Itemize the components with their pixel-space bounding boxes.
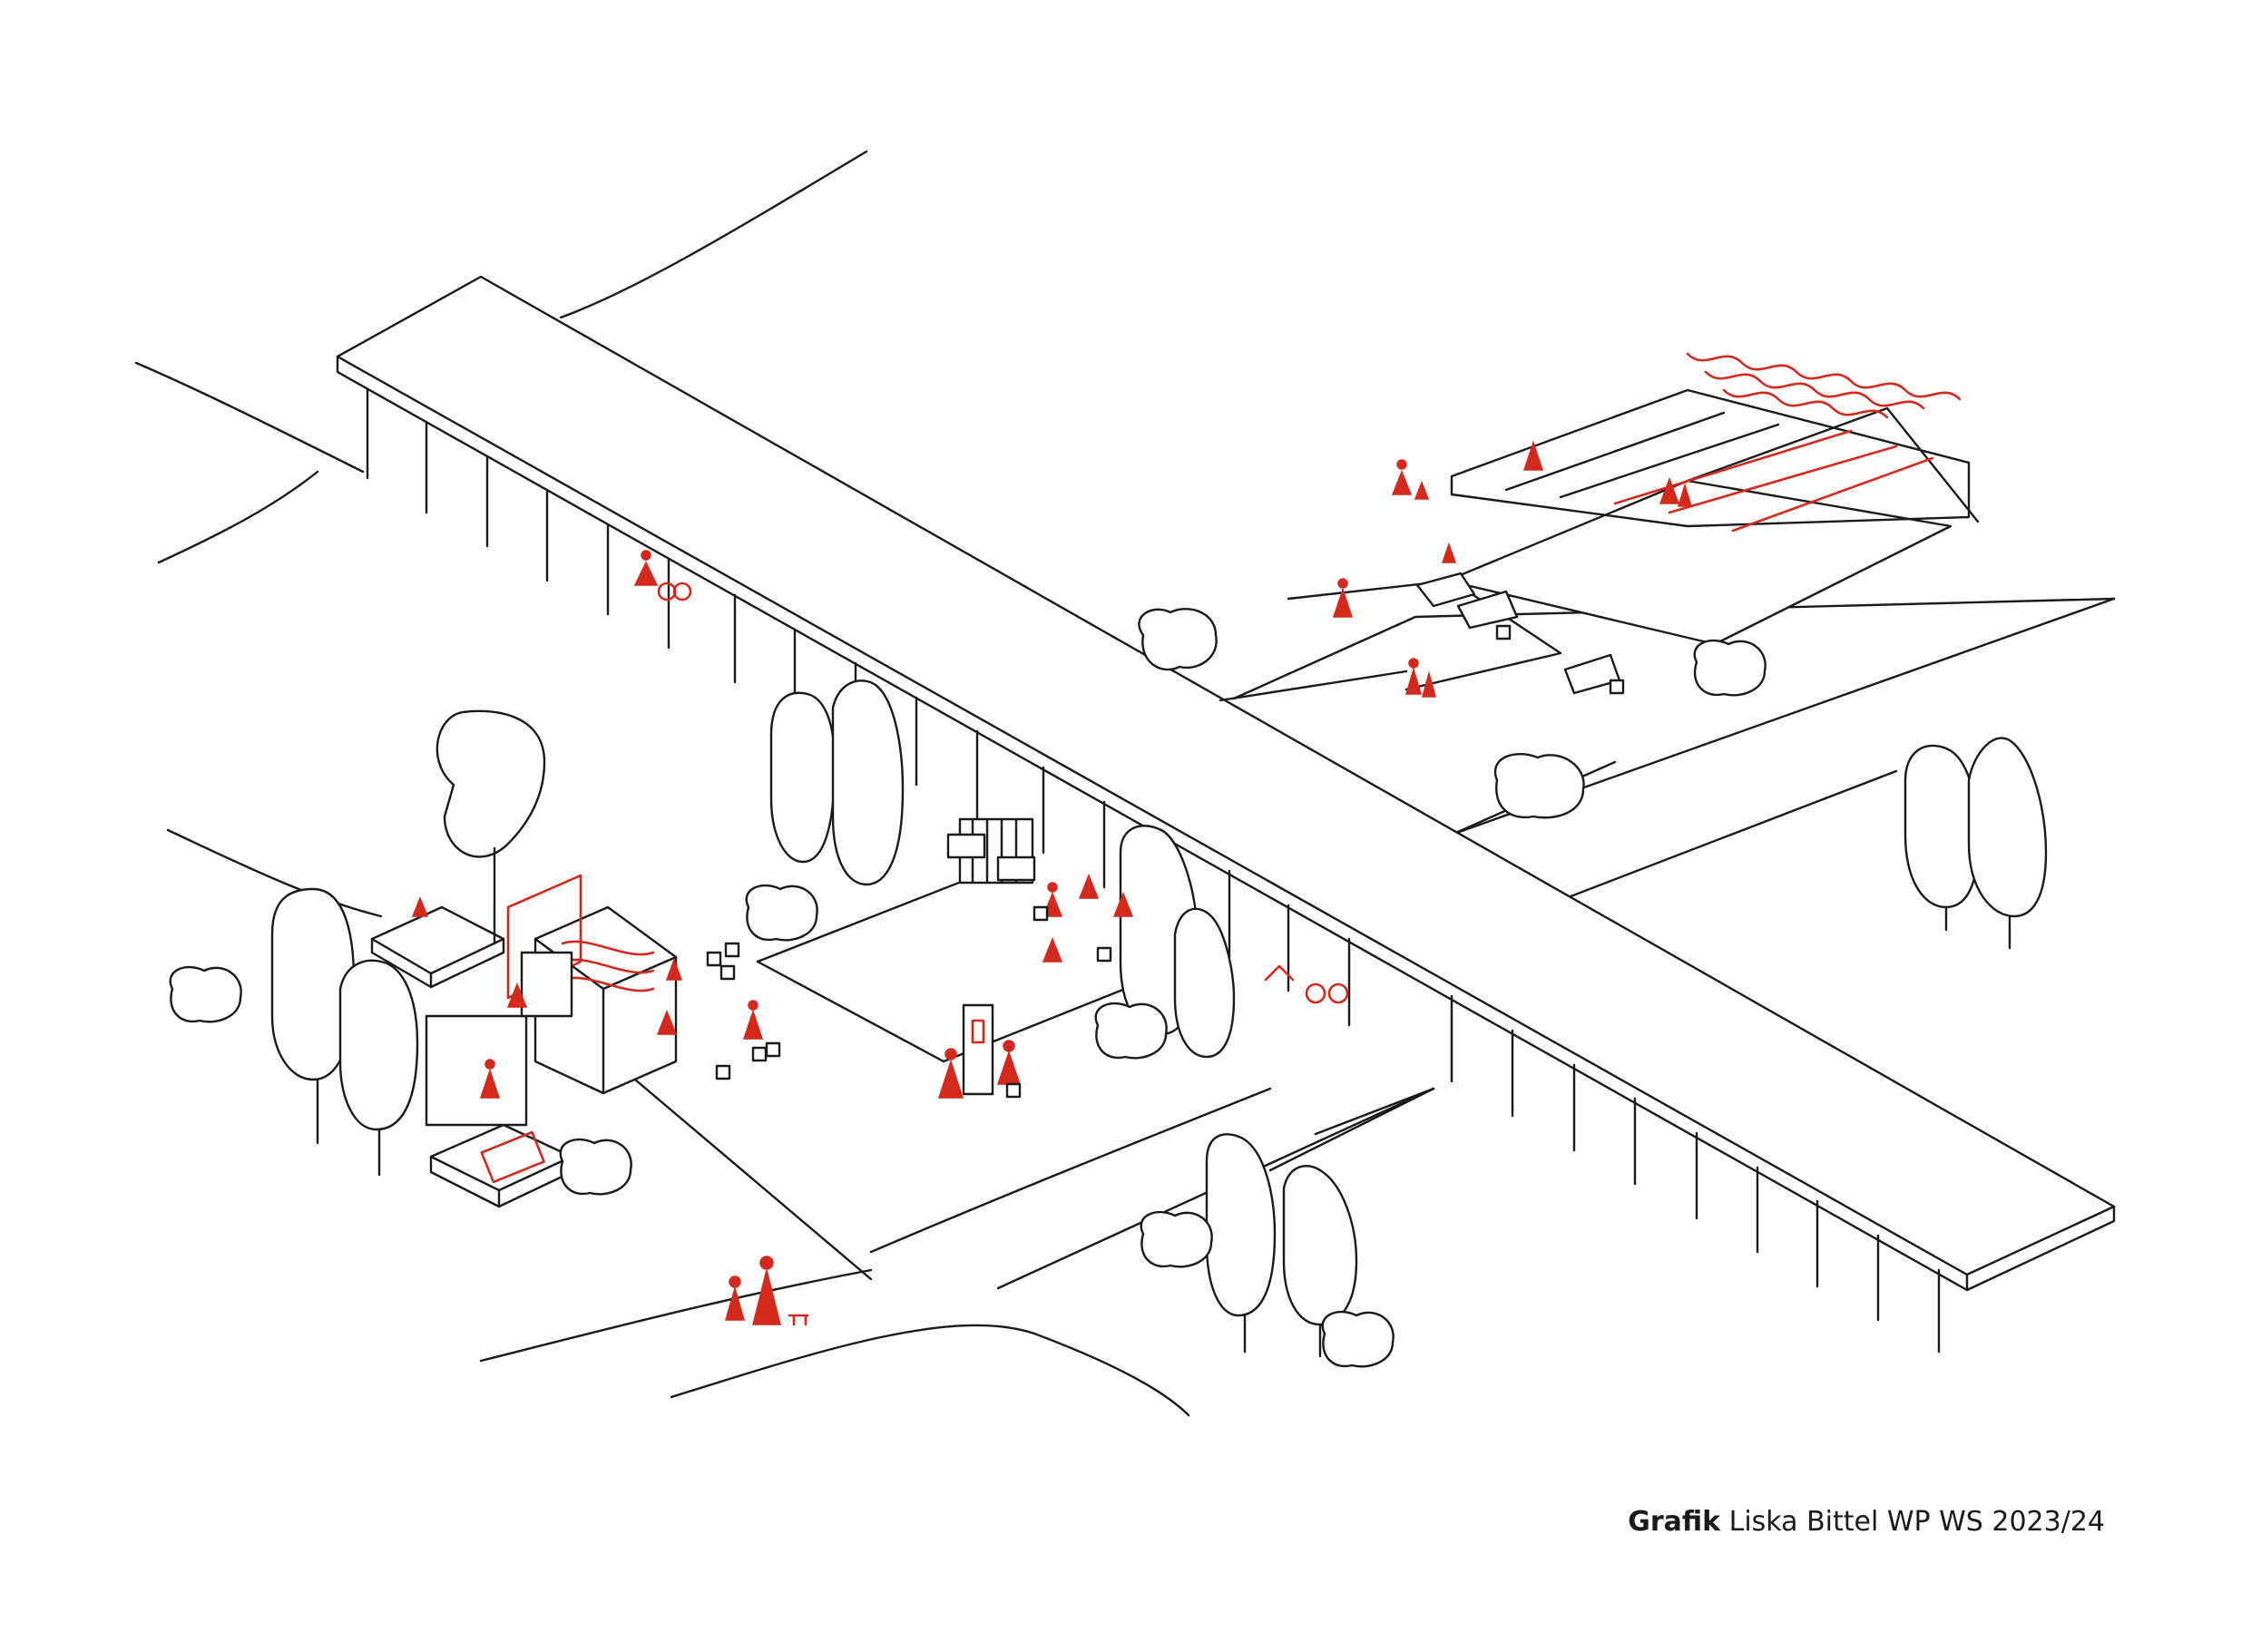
- central-plaza: [756, 817, 1127, 1096]
- trees: [169, 608, 2048, 1368]
- credit-label: Grafik: [1628, 1506, 1721, 1538]
- left-pavilion: [370, 874, 678, 1208]
- image-credit: Grafik Liska Bittel WP WS 2023/24: [1628, 1506, 2105, 1538]
- furniture-blocks: [706, 624, 1625, 1099]
- upper-terrace: [1218, 352, 1980, 702]
- credit-text: Liska Bittel WP WS 2023/24: [1728, 1506, 2105, 1538]
- people-figures: [411, 440, 1693, 1326]
